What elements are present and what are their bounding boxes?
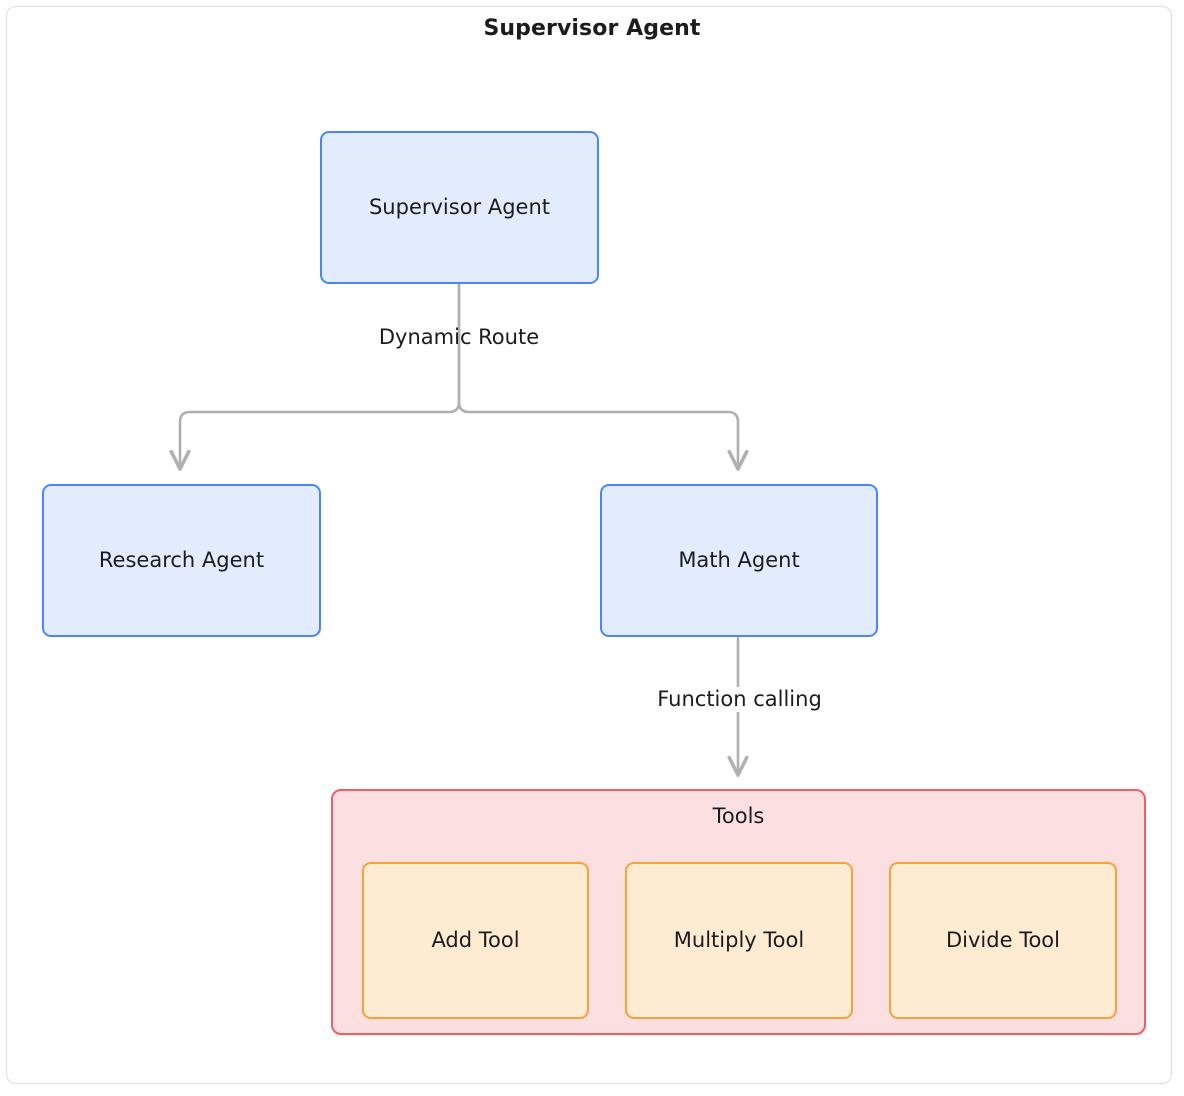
node-research-agent[interactable]: Research Agent <box>42 484 321 637</box>
node-label: Math Agent <box>678 548 800 573</box>
node-divide-tool[interactable]: Divide Tool <box>889 862 1117 1019</box>
node-label: Supervisor Agent <box>368 195 551 220</box>
edge-label-dynamic-route: Dynamic Route <box>378 325 540 349</box>
node-label: Divide Tool <box>946 928 1060 953</box>
cluster-tools-title: Tools <box>712 804 765 828</box>
node-math-agent[interactable]: Math Agent <box>600 484 878 637</box>
diagram-title: Supervisor Agent <box>483 16 701 41</box>
edge-label-function-calling: Function calling <box>633 687 846 712</box>
node-multiply-tool[interactable]: Multiply Tool <box>625 862 853 1019</box>
node-supervisor-agent[interactable]: Supervisor Agent <box>320 131 599 284</box>
node-add-tool[interactable]: Add Tool <box>362 862 589 1019</box>
node-label: Multiply Tool <box>673 928 805 953</box>
node-label: Research Agent <box>98 548 265 573</box>
node-label: Add Tool <box>431 928 520 953</box>
